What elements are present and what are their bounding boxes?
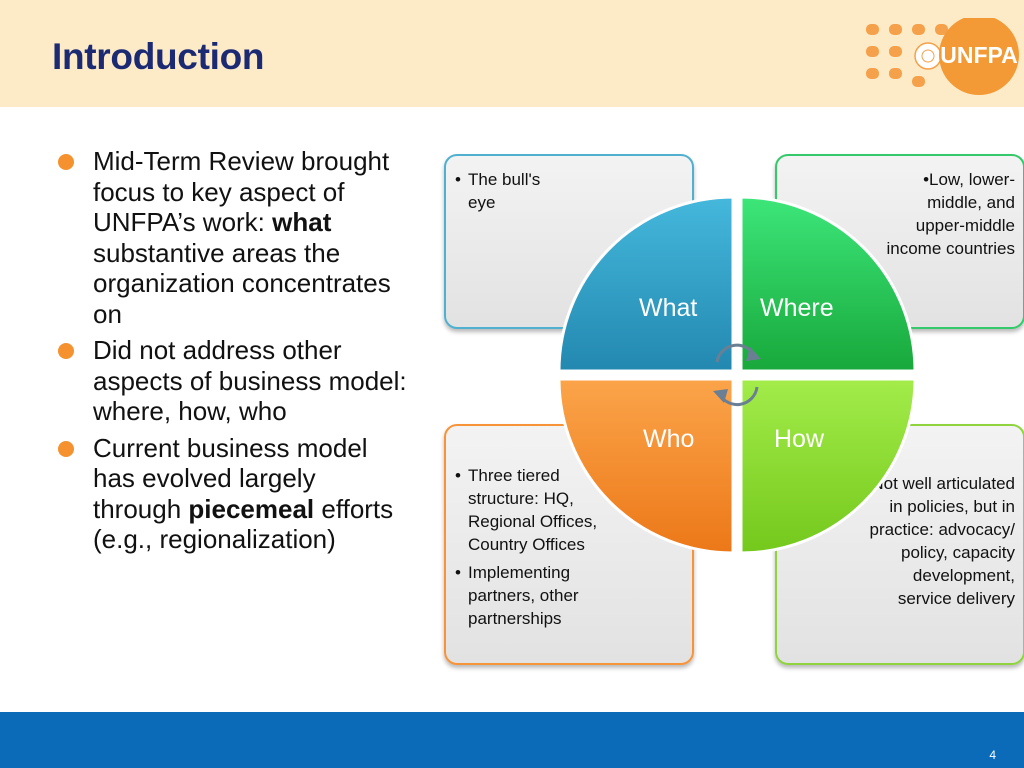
where-label: Where bbox=[760, 294, 834, 322]
what-label: What bbox=[639, 294, 698, 322]
who-label: Who bbox=[643, 425, 695, 453]
where-quadrant bbox=[739, 197, 915, 373]
bullet-item: Current business model has evolved large… bbox=[58, 433, 408, 555]
where-item: Low, lower-middle, and upper-middle inco… bbox=[875, 168, 1015, 260]
who-item: Implementing partners, other partnership… bbox=[455, 561, 620, 630]
how-item: Not well articulated in policies, but in… bbox=[855, 472, 1015, 610]
unfpa-logo: UNFPA bbox=[866, 18, 1019, 95]
bullet-item: Did not address other aspects of busines… bbox=[58, 335, 408, 427]
slide-title: Introduction bbox=[52, 36, 265, 77]
who-quadrant bbox=[559, 377, 735, 553]
how-quadrant bbox=[739, 377, 915, 553]
bullet-dot-icon bbox=[58, 440, 74, 457]
page-number: 4 bbox=[989, 748, 996, 762]
slide-header: Introduction UNFPA bbox=[0, 0, 1024, 107]
slide-footer: 4 bbox=[0, 712, 1024, 768]
bullet-list: Mid-Term Review brought focus to key asp… bbox=[58, 146, 408, 561]
bullet-dot-icon bbox=[58, 154, 74, 170]
who-item: Three tiered structure: HQ, Regional Off… bbox=[455, 464, 620, 556]
what-item: The bull's eye bbox=[455, 168, 565, 214]
logo-text: UNFPA bbox=[940, 42, 1018, 68]
quadrant-diagram bbox=[559, 197, 915, 553]
how-label: How bbox=[774, 425, 825, 453]
what-quadrant bbox=[559, 197, 735, 373]
cycle-arrows-icon bbox=[713, 343, 761, 407]
bullet-dot-icon bbox=[58, 343, 74, 359]
bullet-item: Mid-Term Review brought focus to key asp… bbox=[58, 146, 408, 329]
